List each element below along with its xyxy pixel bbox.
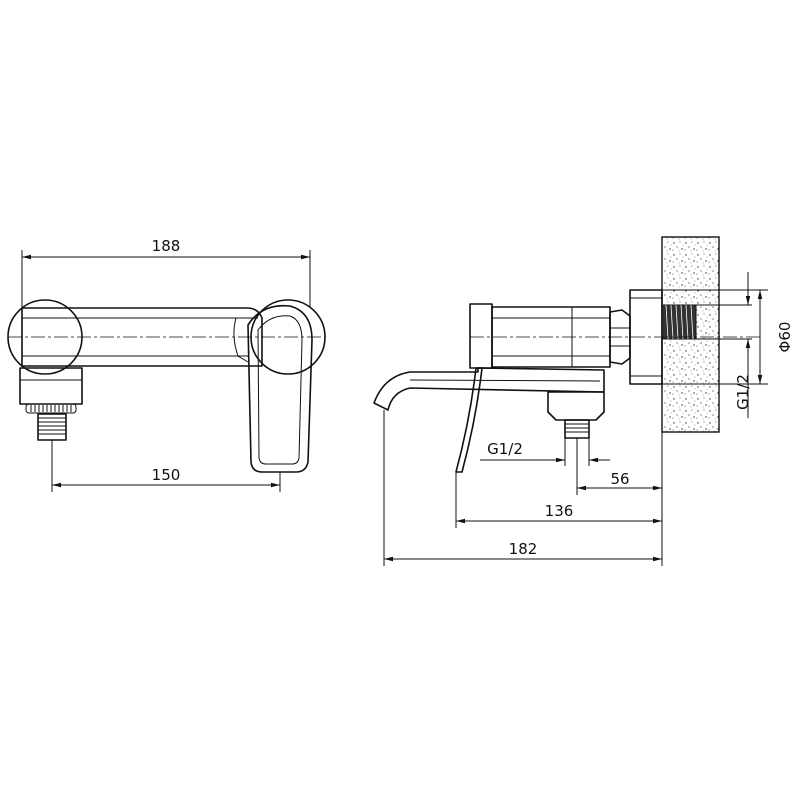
front-view: 188 150	[7, 237, 326, 492]
aerator-grille	[25, 403, 77, 414]
side-outlet-thread	[564, 419, 590, 439]
dim-label-inlet-thread: G1/2	[734, 374, 752, 410]
spout	[373, 367, 605, 411]
side-outlet-body	[547, 391, 605, 421]
dim-label-spout-projection: 182	[509, 540, 538, 558]
dim-label-handle-projection: 136	[545, 502, 574, 520]
side-handle-head	[469, 303, 493, 369]
mixer-body	[21, 307, 263, 367]
dim-label-rosette-diameter: Φ60	[776, 322, 794, 353]
dim-label-outlet-offset: 56	[610, 470, 629, 488]
side-view: G1/2 56 136 182 Φ60 G1/2	[373, 236, 794, 566]
lever-handle	[247, 304, 313, 473]
dim-label-overall-width: 188	[152, 237, 181, 255]
dim-label-outlet-thread: G1/2	[487, 440, 523, 458]
dim-label-inlet-centers: 150	[152, 466, 181, 484]
side-lever	[455, 367, 483, 473]
